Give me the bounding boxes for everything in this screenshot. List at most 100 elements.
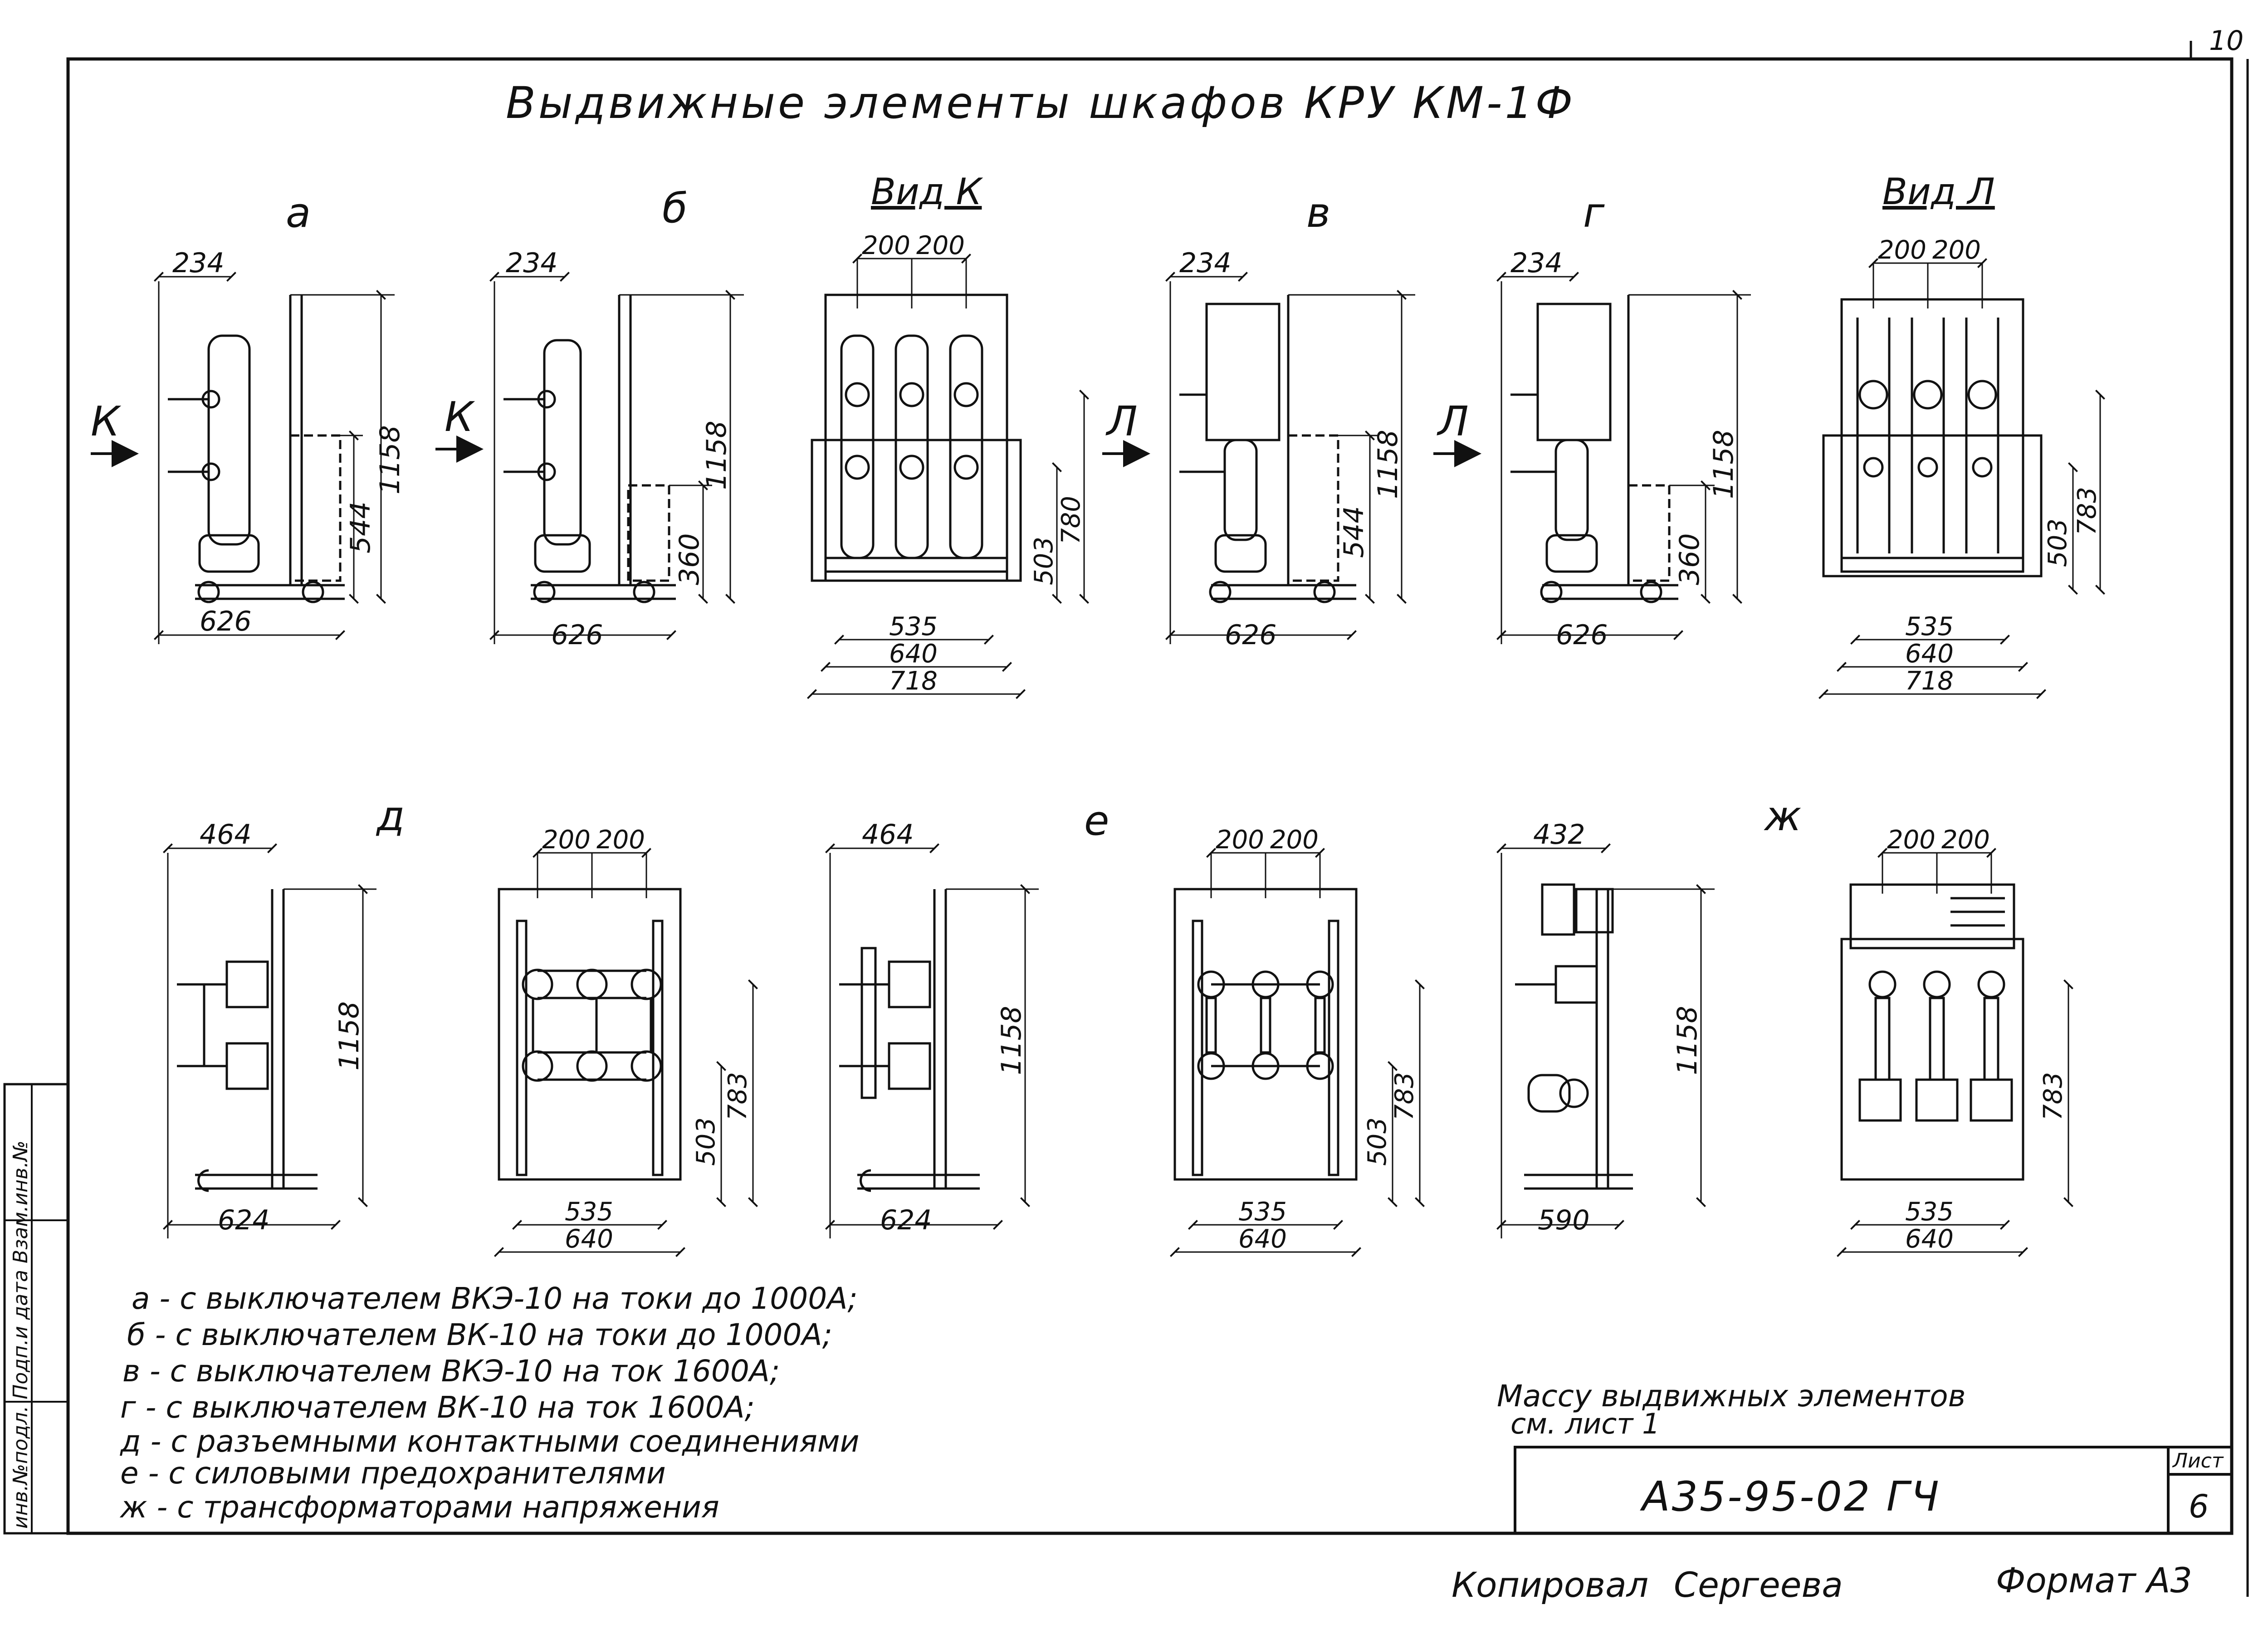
- view-g-label: г: [1583, 189, 1605, 237]
- view-v-dim-mid: 544: [1338, 506, 1370, 558]
- view-e2-dim-p2: 200: [1270, 825, 1319, 855]
- view-v: [1102, 272, 1415, 644]
- view-d-dim-top: 464: [200, 819, 252, 851]
- view-g-dim-h: 1158: [1708, 430, 1740, 499]
- view-zh2-dim-p2: 200: [1941, 825, 1990, 855]
- view-zh-side: [1496, 843, 1715, 1238]
- copier-name: Сергеева: [1674, 1565, 1843, 1605]
- view-d-front: [494, 848, 758, 1257]
- sheet-number: 6: [2189, 1488, 2209, 1525]
- view-b-dim-bottom: 626: [551, 619, 603, 651]
- view-g: [1433, 272, 1751, 644]
- view-b-dim-h: 1158: [701, 421, 733, 490]
- sheet-label: Лист: [2172, 1449, 2224, 1473]
- view-e2-dim-w1: 535: [1238, 1197, 1287, 1227]
- mass-note-line2: см. лист 1: [1510, 1407, 1660, 1440]
- view-b-label: б: [662, 185, 688, 232]
- view-zh-dim-h: 1158: [1672, 1006, 1703, 1075]
- view-l: [1818, 258, 2105, 699]
- view-k-label: Вид К: [871, 171, 983, 213]
- sheet-title: Выдвижные элементы шкафов КРУ КМ-1Ф: [506, 78, 1575, 128]
- legend-item: д - с разъемными контактными соединениям…: [120, 1424, 860, 1459]
- view-zh-label: ж: [1764, 793, 1801, 840]
- view-l-dim-h2: 783: [2072, 487, 2102, 535]
- view-zh2-dim-w1: 535: [1905, 1197, 1954, 1227]
- view-a-arrow-label: К: [91, 398, 122, 445]
- view-v-dim-h: 1158: [1372, 430, 1404, 499]
- legend: а - с выключателем ВКЭ-10 на токи до 100…: [119, 1281, 860, 1525]
- view-g-dim-bottom: 626: [1556, 619, 1608, 651]
- view-d2-dim-h1: 503: [691, 1117, 721, 1166]
- view-zh-front: [1837, 848, 2073, 1257]
- view-b: [435, 272, 744, 644]
- view-k-dim-w2: 640: [889, 639, 938, 669]
- view-a-dim-mid: 544: [345, 501, 376, 553]
- doc-code: А35-95-02 ГЧ: [1640, 1473, 1941, 1521]
- legend-item: е - с силовыми предохранителями: [120, 1456, 666, 1491]
- view-d2-dim-w1: 535: [565, 1197, 613, 1227]
- view-l-dim-p1: 200: [1878, 235, 1926, 265]
- view-a-label: а: [286, 189, 311, 237]
- view-v-label: в: [1306, 189, 1330, 237]
- view-e-front: [1170, 848, 1425, 1257]
- view-g-dim-mid: 360: [1674, 533, 1706, 585]
- view-k-dim-p2: 200: [916, 231, 965, 260]
- view-b-dim-mid: 360: [674, 533, 705, 585]
- legend-item: г - с выключателем ВК-10 на ток 1600А;: [120, 1390, 755, 1425]
- view-zh2-dim-p1: 200: [1887, 825, 1936, 855]
- view-k-dim-h1: 503: [1029, 537, 1059, 585]
- view-k-dim-w3: 718: [889, 666, 938, 696]
- view-d2-dim-h2: 783: [723, 1072, 753, 1120]
- view-b-arrow-label: К: [445, 393, 475, 441]
- view-d2-dim-p2: 200: [596, 825, 645, 855]
- view-l-dim-p2: 200: [1932, 235, 1981, 265]
- title-block: [1514, 1446, 2233, 1535]
- legend-item: ж - с трансформаторами напряжения: [119, 1490, 719, 1525]
- view-l-dim-w3: 718: [1905, 666, 1954, 696]
- view-a-dim-bottom: 626: [200, 606, 252, 637]
- view-d-side: [163, 843, 376, 1238]
- view-zh2-dim-w2: 640: [1905, 1224, 1954, 1254]
- view-v-arrow-label: Л: [1105, 398, 1138, 445]
- view-zh2-dim-h2: 783: [2038, 1072, 2068, 1120]
- view-d2-dim-p1: 200: [542, 825, 591, 855]
- view-l-dim-w2: 640: [1905, 639, 1954, 669]
- view-e-dim-bottom: 624: [880, 1204, 932, 1236]
- view-a: [91, 272, 395, 644]
- view-v-dim-bottom: 626: [1225, 619, 1277, 651]
- mass-note-line1: Массу выдвижных элементов: [1497, 1379, 1965, 1414]
- sheet-frame: [3, 41, 2249, 1597]
- view-zh-dim-bottom: 590: [1538, 1204, 1590, 1236]
- view-d-label: д: [376, 793, 405, 840]
- view-e2-dim-h1: 503: [1363, 1117, 1392, 1166]
- view-e2-dim-p1: 200: [1216, 825, 1264, 855]
- view-zh-dim-top: 432: [1533, 819, 1585, 851]
- view-g-arrow-label: Л: [1437, 398, 1469, 445]
- view-l-dim-h1: 503: [2043, 519, 2072, 567]
- view-e-dim-h: 1158: [996, 1006, 1027, 1075]
- view-e2-dim-h2: 783: [1390, 1072, 1419, 1120]
- view-d2-dim-w2: 640: [565, 1224, 613, 1254]
- view-d-dim-bottom: 624: [218, 1204, 270, 1236]
- view-a-dim-h: 1158: [374, 425, 406, 494]
- view-g-dim-top: 234: [1510, 247, 1563, 279]
- view-e-side: [825, 843, 1039, 1238]
- view-k-dim-h2: 780: [1056, 496, 1086, 544]
- view-e-dim-top: 464: [862, 819, 914, 851]
- view-l-label: Вид Л: [1882, 171, 1995, 213]
- corner-number: 10: [2209, 25, 2244, 57]
- view-k-dim-p1: 200: [862, 231, 910, 260]
- format-label: Формат А3: [1996, 1560, 2192, 1600]
- view-l-dim-w1: 535: [1905, 612, 1954, 641]
- view-b-dim-top: 234: [506, 247, 558, 279]
- view-v-dim-top: 234: [1179, 247, 1232, 279]
- legend-item: б - с выключателем ВК-10 на токи до 1000…: [127, 1317, 832, 1352]
- legend-item: а - с выключателем ВКЭ-10 на токи до 100…: [132, 1281, 858, 1316]
- side-stamp-text: инв.№подл. Подп.и дата Взам.инв.№: [9, 1140, 32, 1529]
- view-k: [807, 254, 1089, 699]
- view-k-dim-w1: 535: [889, 612, 938, 641]
- view-d-dim-h: 1158: [333, 1001, 365, 1071]
- view-a-dim-top: 234: [172, 247, 225, 279]
- view-e2-dim-w2: 640: [1238, 1224, 1287, 1254]
